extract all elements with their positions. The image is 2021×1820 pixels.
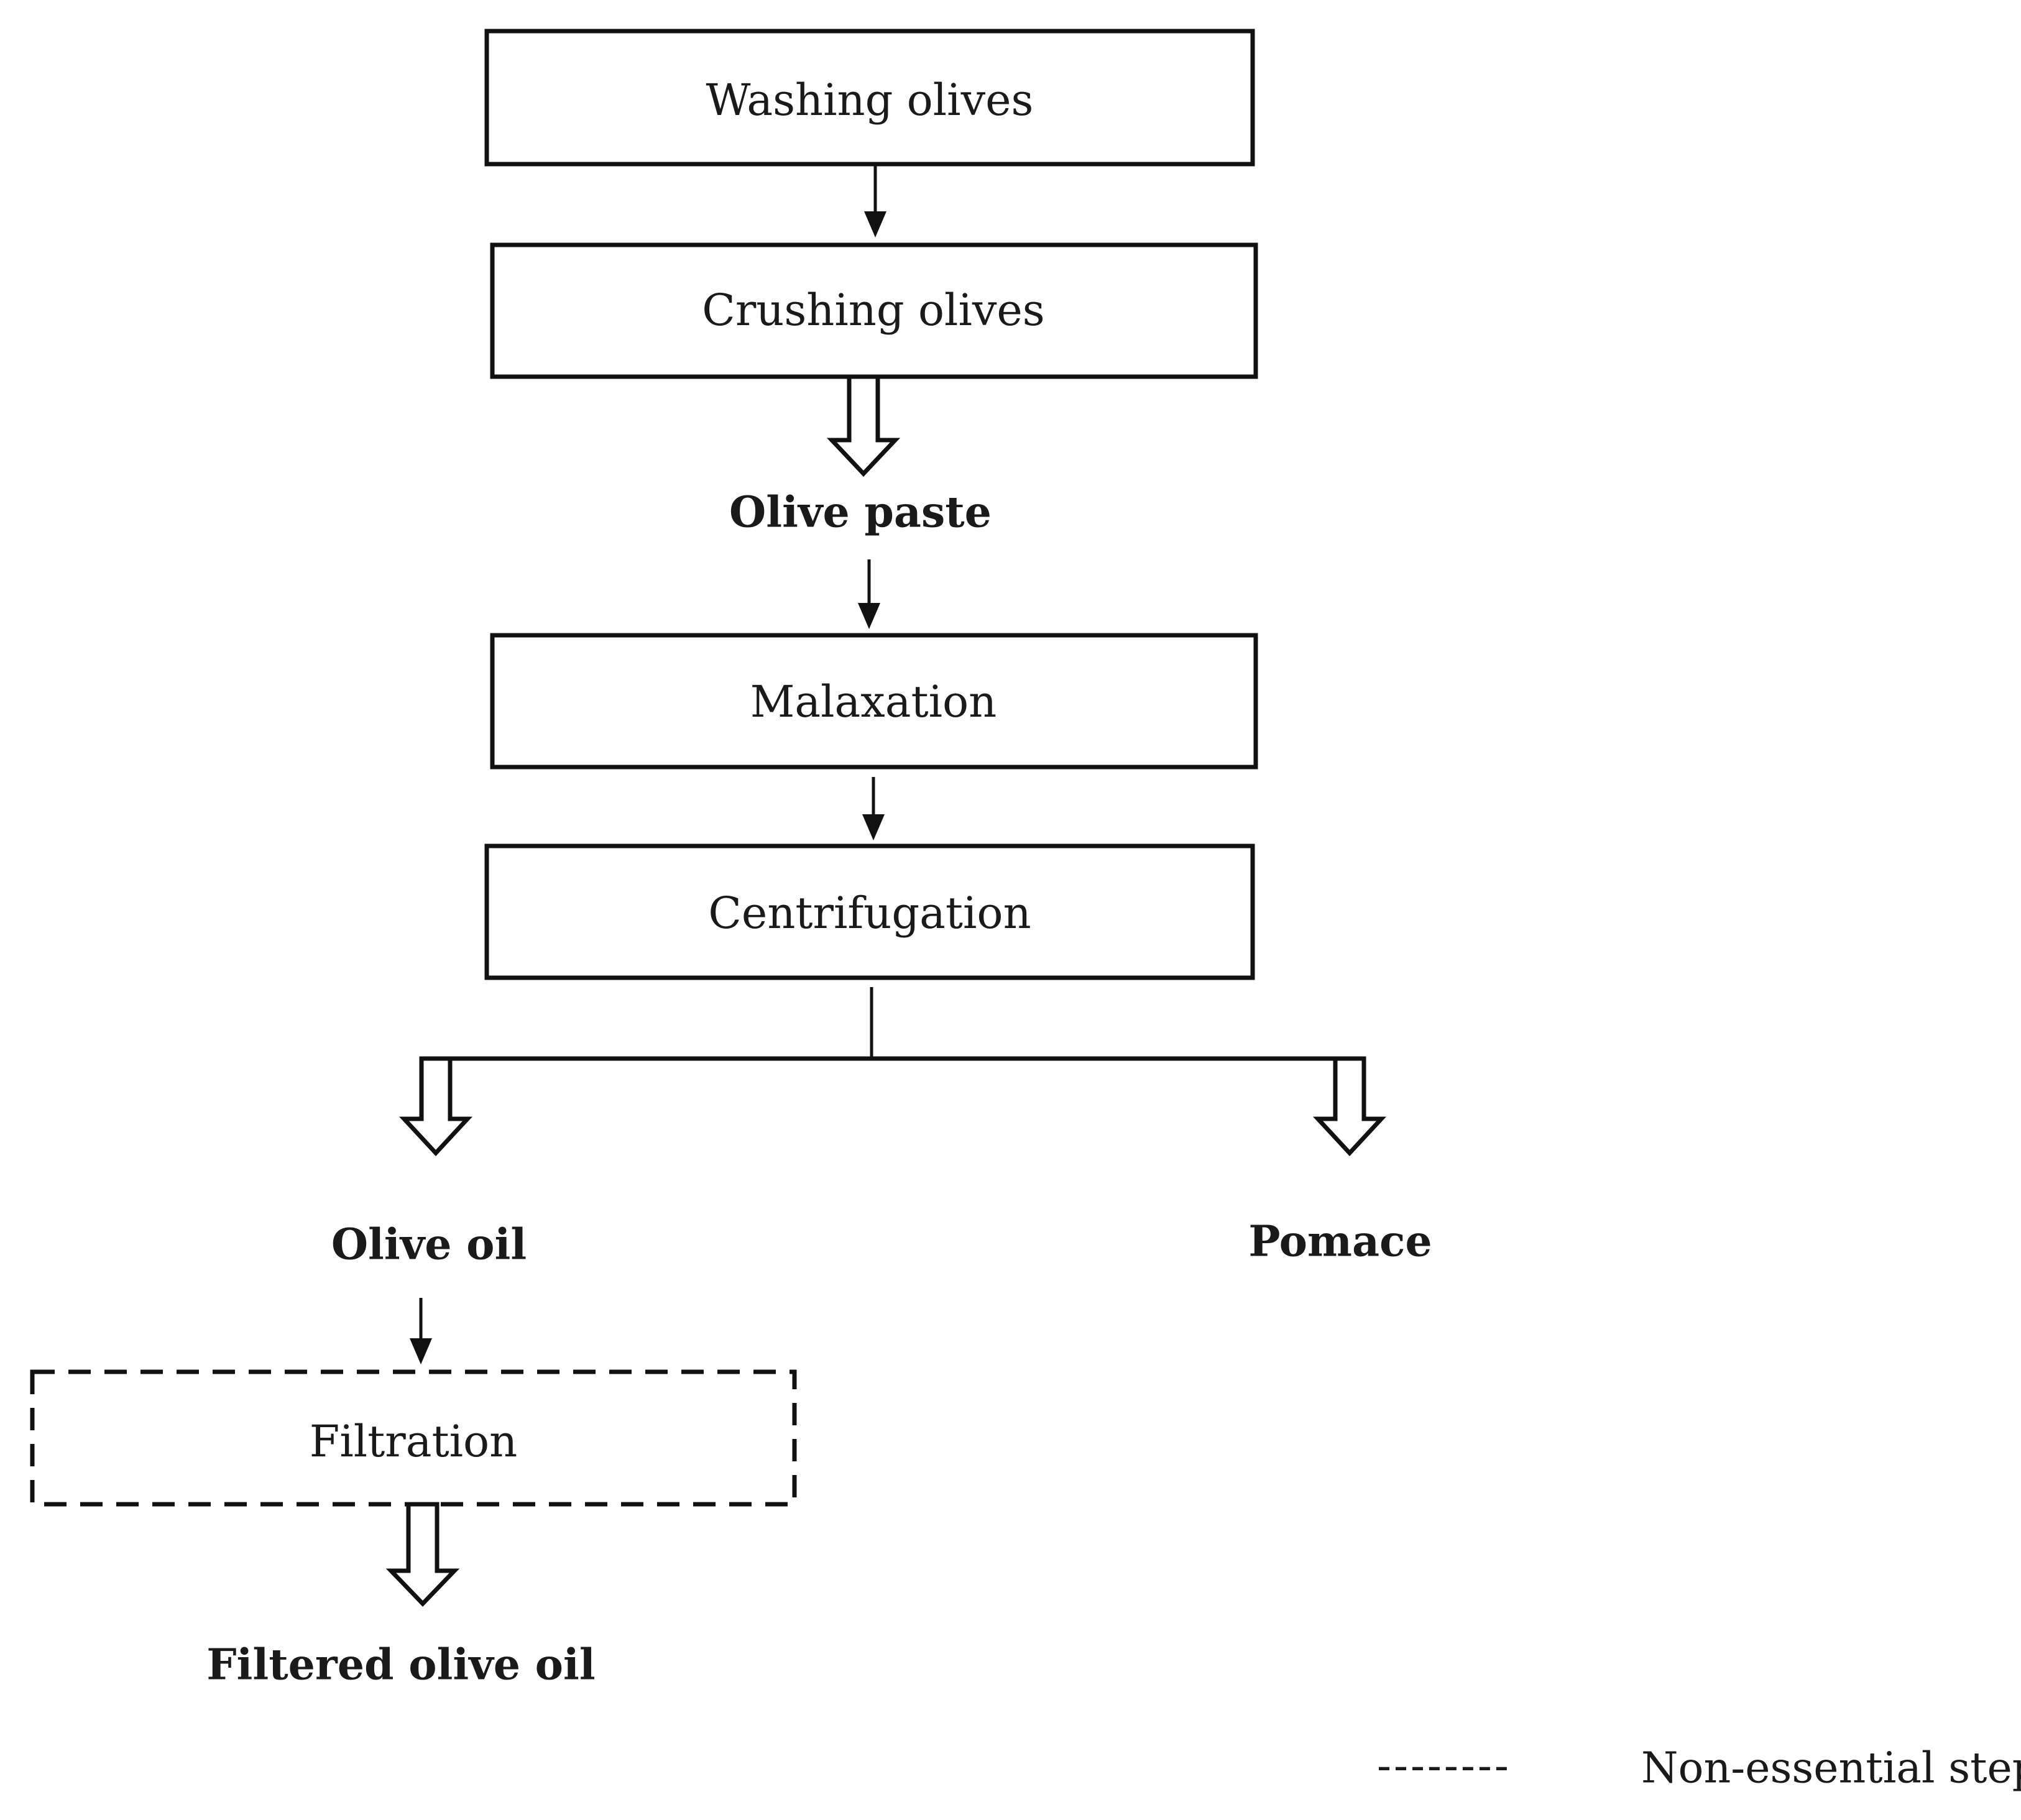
hollow-arrow-to-olive-oil — [398, 1056, 473, 1157]
step-malaxation: Malaxation — [490, 633, 1258, 770]
step-washing-olives: Washing olives — [484, 29, 1255, 167]
split-connector — [421, 987, 1343, 1061]
step-centrifugation-label: Centrifugation — [708, 888, 1031, 939]
arrow-malaxation-to-centrifugation — [862, 777, 885, 840]
step-washing-olives-label: Washing olives — [706, 75, 1034, 126]
arrow-paste-to-malaxation — [858, 559, 880, 629]
step-crushing-olives-label: Crushing olives — [702, 285, 1044, 336]
hollow-arrow-to-pomace — [1312, 1056, 1387, 1157]
arrow-oil-to-filtration — [410, 1298, 432, 1364]
product-filtered-olive-oil: Filtered olive oil — [206, 1640, 595, 1690]
arrow-washing-to-crushing — [864, 164, 886, 237]
product-olive-paste: Olive paste — [729, 488, 992, 538]
product-olive-oil: Olive oil — [331, 1220, 527, 1270]
step-filtration: Filtration — [30, 1369, 797, 1507]
step-crushing-olives: Crushing olives — [490, 242, 1258, 379]
step-centrifugation: Centrifugation — [484, 843, 1255, 980]
legend: -------- Non-essential step — [1377, 1742, 2021, 1793]
hollow-arrow-crushing-to-paste — [826, 374, 901, 477]
product-pomace: Pomace — [1248, 1217, 1432, 1267]
legend-non-essential-label: Non-essential step — [1641, 1744, 2021, 1793]
hollow-arrow-filtration-to-filtered-oil — [385, 1502, 460, 1607]
legend-dash-sample: -------- — [1377, 1742, 1511, 1791]
step-malaxation-label: Malaxation — [750, 676, 997, 727]
step-filtration-label: Filtration — [310, 1416, 517, 1467]
